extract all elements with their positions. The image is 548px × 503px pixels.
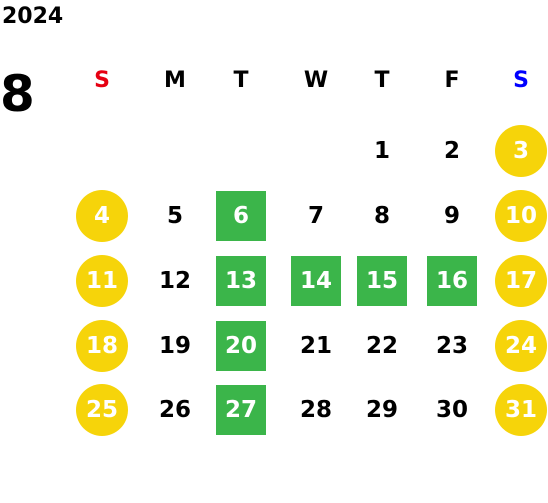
weekday-wednesday: W <box>303 68 329 93</box>
day-23[interactable]: 23 <box>435 333 468 359</box>
day-31[interactable]: 31 <box>495 384 547 436</box>
day-12[interactable]: 12 <box>158 268 191 294</box>
day-17[interactable]: 17 <box>495 255 547 307</box>
day-13[interactable]: 13 <box>216 256 266 306</box>
day-9[interactable]: 9 <box>443 203 460 229</box>
day-22[interactable]: 22 <box>365 333 398 359</box>
weekday-friday: F <box>444 68 460 93</box>
day-25[interactable]: 25 <box>76 384 128 436</box>
day-20[interactable]: 20 <box>216 321 266 371</box>
day-3[interactable]: 3 <box>495 125 547 177</box>
day-18[interactable]: 18 <box>76 320 128 372</box>
weekday-sunday: S <box>94 68 110 93</box>
day-10[interactable]: 10 <box>495 190 547 242</box>
day-21[interactable]: 21 <box>299 333 332 359</box>
day-11[interactable]: 11 <box>76 255 128 307</box>
day-15[interactable]: 15 <box>357 256 407 306</box>
calendar-month: 8 <box>0 65 35 123</box>
weekday-monday: M <box>164 68 186 93</box>
day-14[interactable]: 14 <box>291 256 341 306</box>
day-27[interactable]: 27 <box>216 385 266 435</box>
weekday-saturday: S <box>513 68 529 93</box>
day-19[interactable]: 19 <box>158 333 191 359</box>
day-1[interactable]: 1 <box>373 138 390 164</box>
day-4[interactable]: 4 <box>76 190 128 242</box>
day-28[interactable]: 28 <box>299 397 332 423</box>
weekday-thursday: T <box>374 68 390 93</box>
day-8[interactable]: 8 <box>373 203 390 229</box>
day-24[interactable]: 24 <box>495 320 547 372</box>
weekday-tuesday: T <box>233 68 249 93</box>
day-5[interactable]: 5 <box>166 203 183 229</box>
day-16[interactable]: 16 <box>427 256 477 306</box>
day-7[interactable]: 7 <box>307 203 324 229</box>
day-2[interactable]: 2 <box>443 138 460 164</box>
day-26[interactable]: 26 <box>158 397 191 423</box>
day-29[interactable]: 29 <box>365 397 398 423</box>
day-6[interactable]: 6 <box>216 191 266 241</box>
day-30[interactable]: 30 <box>435 397 468 423</box>
calendar-year: 2024 <box>2 4 64 29</box>
